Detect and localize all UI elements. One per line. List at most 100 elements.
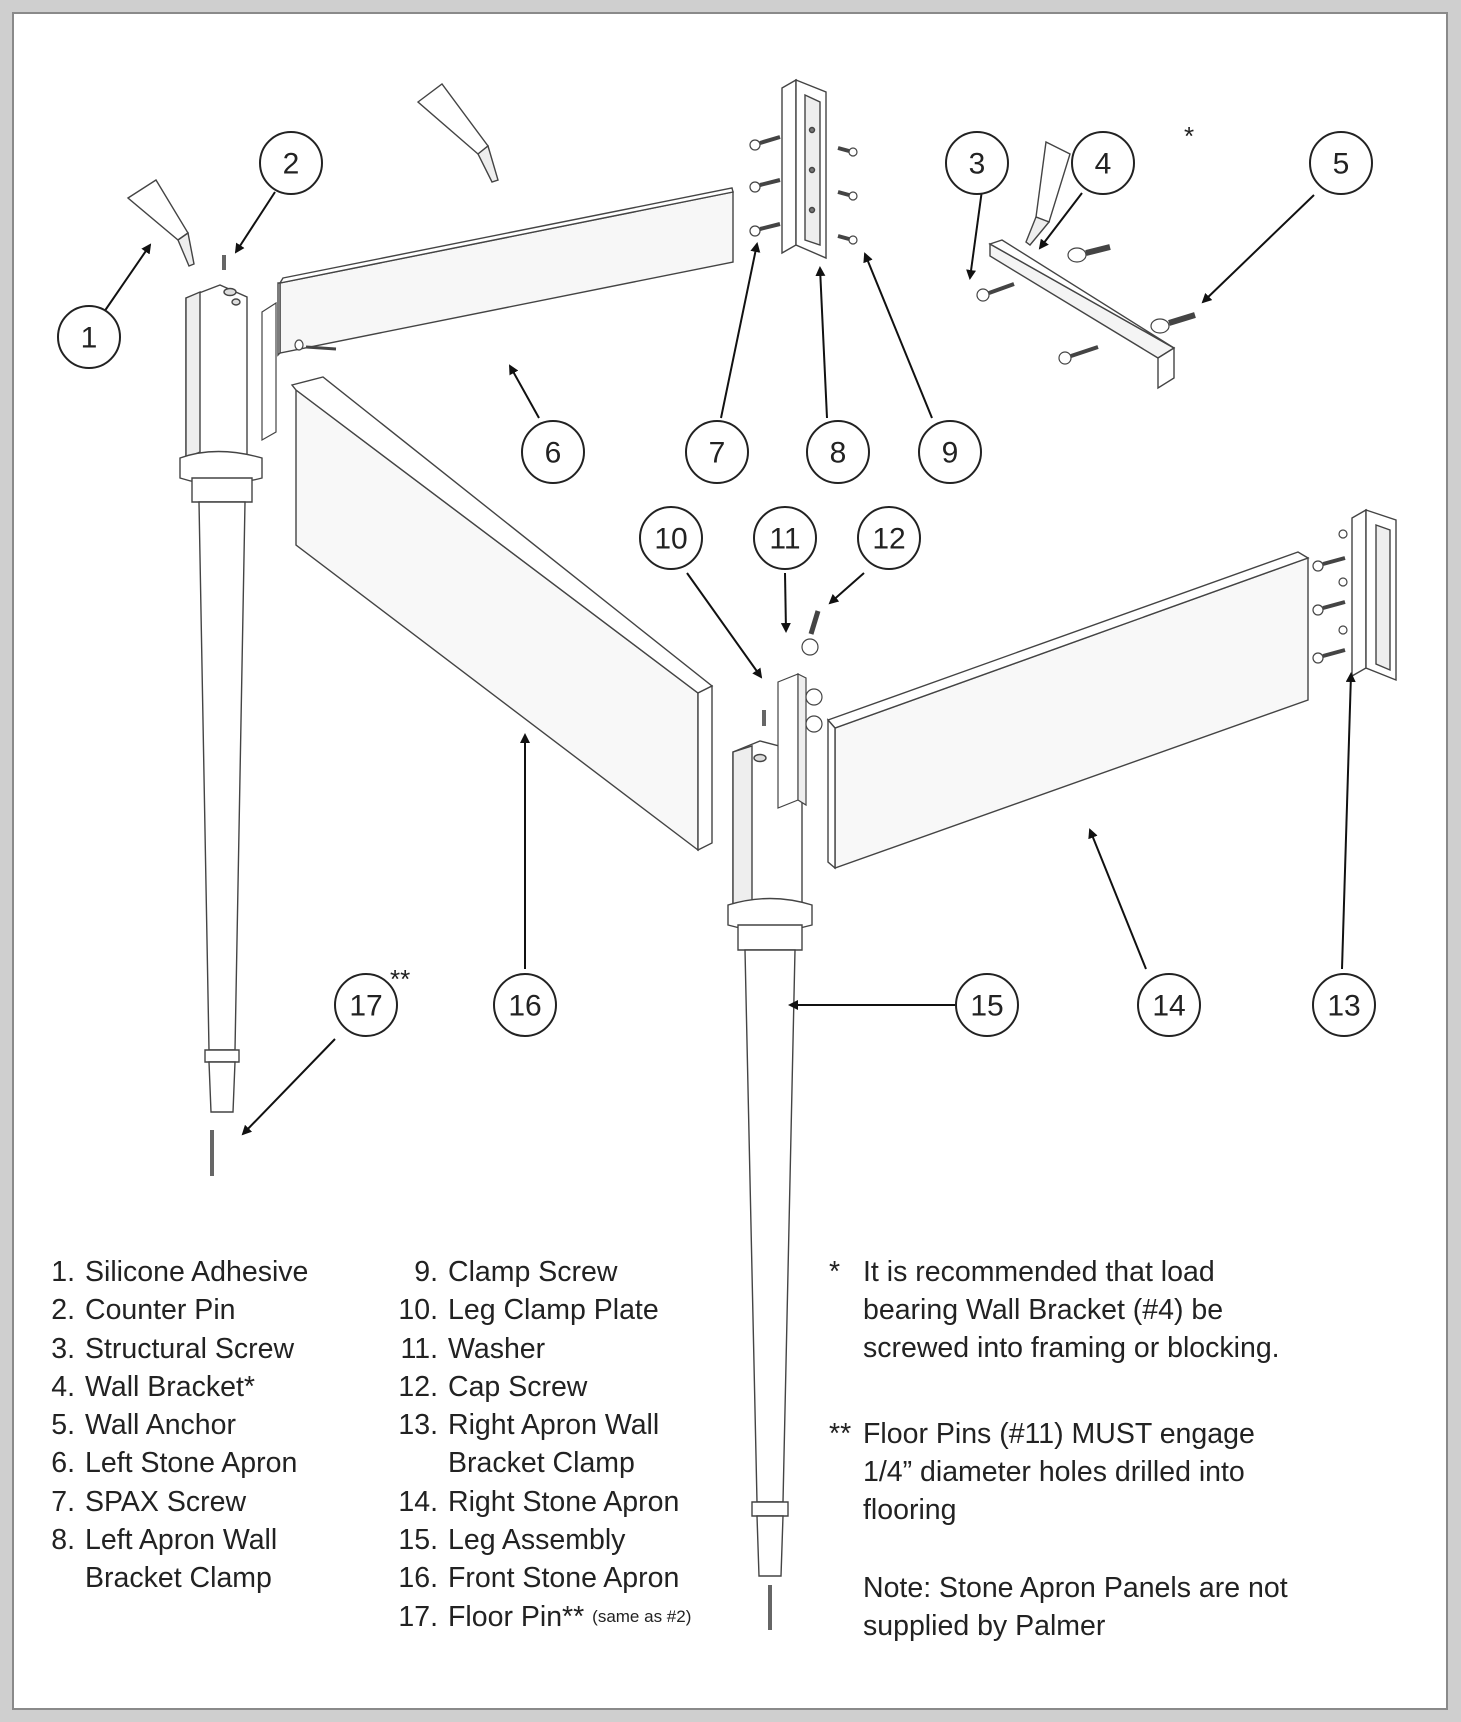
- legend-item: 14. Right Stone Apron: [387, 1483, 691, 1521]
- wall-bracket: [988, 239, 1176, 390]
- callout-3: 3: [969, 148, 986, 181]
- legend-number: 4.: [51, 1370, 75, 1403]
- legend-item: 3. Structural Screw: [35, 1330, 308, 1368]
- note-line: bearing Wall Bracket (#4) be: [863, 1294, 1224, 1326]
- left-leg-clamp-plate: [261, 301, 277, 442]
- silicone-adhesive-tube: [416, 83, 499, 183]
- legend-label: Washer: [448, 1332, 546, 1365]
- legend-number: 7.: [51, 1485, 75, 1518]
- callout-17: 17: [349, 990, 382, 1023]
- legend-label: Leg Assembly: [448, 1524, 626, 1557]
- legend-label: Structural Screw: [85, 1332, 295, 1365]
- legend-label: Leg Clamp Plate: [448, 1294, 659, 1327]
- legend-label: Front Stone Apron: [448, 1562, 680, 1595]
- note-double-asterisk: **: [829, 1418, 852, 1450]
- right-clamp-screws: [1312, 529, 1348, 664]
- legend-item: 8. Left Apron Wall: [35, 1521, 308, 1559]
- legend-label: Right Apron Wall: [448, 1409, 660, 1442]
- legend-number: 11.: [400, 1332, 438, 1365]
- parts-legend-column-2: 9. Clamp Screw 10. Leg Clamp Plate 11. Wash…: [387, 1253, 691, 1636]
- silicone-adhesive-tube: [1025, 140, 1071, 246]
- legend-item: 5.Wall Anchor: [35, 1406, 308, 1444]
- leg-clamp-plate: [777, 673, 807, 809]
- legend-number: 14.: [398, 1485, 438, 1518]
- callout-5: 5: [1333, 148, 1350, 181]
- callout-9: 9: [942, 437, 959, 470]
- legend-item: 11. Washer: [387, 1330, 691, 1368]
- legend-label: Silicone Adhesive: [85, 1256, 309, 1288]
- callout-10: 10: [654, 523, 687, 556]
- legend-item: 4. Wall Bracket*: [35, 1368, 308, 1406]
- legend-label: Wall Bracket*: [85, 1370, 255, 1403]
- callout-6: 6: [545, 437, 562, 470]
- wall-anchors-and-screws: [976, 244, 1196, 365]
- callout-11: 11: [769, 523, 800, 556]
- note-line: Floor Pins (#11) MUST engage: [863, 1418, 1255, 1450]
- note-asterisk: *: [829, 1256, 841, 1288]
- legend-label: Clamp Screw: [448, 1256, 618, 1288]
- legend-item: 12. Cap Screw: [387, 1368, 691, 1406]
- legend-item: 6. Left Stone Apron: [35, 1444, 308, 1482]
- legend-item: 7. SPAX Screw: [35, 1483, 308, 1521]
- callout-7: 7: [709, 437, 726, 470]
- callout-circles: [57, 131, 1376, 1037]
- legend-number: 2.: [51, 1294, 75, 1327]
- callout-2: 2: [283, 148, 300, 181]
- legend-number: 9.: [414, 1256, 438, 1288]
- right-stone-apron: [826, 551, 1310, 870]
- legend-item: 2.Counter Pin: [35, 1291, 308, 1329]
- legend-label: SPAX Screw: [85, 1485, 247, 1518]
- note-line: 1/4” diameter holes drilled into: [863, 1456, 1245, 1488]
- legend-label: Left Apron Wall: [85, 1524, 278, 1557]
- callout-16: 16: [508, 990, 541, 1023]
- note-stone-apron-supply: Note: Stone Apron Panels are not supplie…: [829, 1569, 1429, 1649]
- legend-number: 15.: [398, 1524, 438, 1557]
- washer-and-cap-screws: [801, 610, 823, 733]
- legend-label: Floor Pin**: [448, 1600, 585, 1633]
- legend-number: 6.: [51, 1447, 75, 1480]
- legend-label: Cap Screw: [448, 1370, 588, 1403]
- legend-number: 3.: [51, 1332, 75, 1365]
- note-line: screwed into framing or blocking.: [863, 1332, 1280, 1364]
- legend-number: 12.: [398, 1370, 438, 1403]
- note-wall-bracket: * It is recommended that load bearing Wa…: [829, 1253, 1429, 1373]
- callout-4: 4: [1095, 148, 1112, 181]
- silicone-adhesive-tube: [126, 179, 195, 267]
- spax-screws: [749, 135, 781, 237]
- note-line: Note: Stone Apron Panels are not: [863, 1572, 1288, 1604]
- legend-number: 17.: [398, 1600, 438, 1633]
- center-leg: [727, 740, 813, 1630]
- legend-number: 1.: [51, 1256, 75, 1288]
- note-line: supplied by Palmer: [863, 1610, 1106, 1642]
- leader-lines: [103, 189, 1356, 1136]
- legend-number: 13.: [398, 1409, 438, 1442]
- legend-label-continuation: Bracket Clamp: [85, 1562, 272, 1595]
- left-stone-apron: [277, 187, 734, 357]
- legend-number: 8.: [51, 1524, 75, 1557]
- legend-item: 16. Front Stone Apron: [387, 1559, 691, 1597]
- callout-17-asterisks: **: [390, 964, 410, 994]
- left-leg: [179, 284, 263, 1176]
- apron-screw: [294, 339, 337, 351]
- callout-14: 14: [1152, 990, 1185, 1023]
- legend-item: 13. Right Apron Wall: [387, 1406, 691, 1444]
- legend-item: 10. Leg Clamp Plate: [387, 1291, 691, 1329]
- legend-item: 1. Silicone Adhesive: [35, 1253, 308, 1291]
- callout-1: 1: [81, 322, 98, 355]
- legend-label: Right Stone Apron: [448, 1485, 680, 1518]
- callout-13: 13: [1327, 990, 1360, 1023]
- callout-4-asterisk: *: [1184, 121, 1194, 151]
- callout-12: 12: [872, 523, 905, 556]
- legend-number: 10.: [398, 1294, 438, 1327]
- legend-item: 17.Floor Pin** (same as #2): [387, 1598, 691, 1636]
- callout-8: 8: [830, 437, 847, 470]
- legend-number: 5.: [51, 1409, 75, 1442]
- note-line: flooring: [863, 1494, 957, 1526]
- legend-number: 16.: [398, 1562, 438, 1595]
- callout-labels: 1 2 3 4 5 6 7 8 9 10 11 12 13 14 15 16 1…: [81, 121, 1361, 1023]
- callout-15: 15: [970, 990, 1003, 1023]
- parts-legend-column-1: 1. Silicone Adhesive 2.Counter Pin 3. Stru…: [35, 1253, 308, 1598]
- front-stone-apron: [290, 376, 714, 852]
- legend-label: Left Stone Apron: [85, 1447, 298, 1480]
- clamp-screws: [837, 146, 858, 245]
